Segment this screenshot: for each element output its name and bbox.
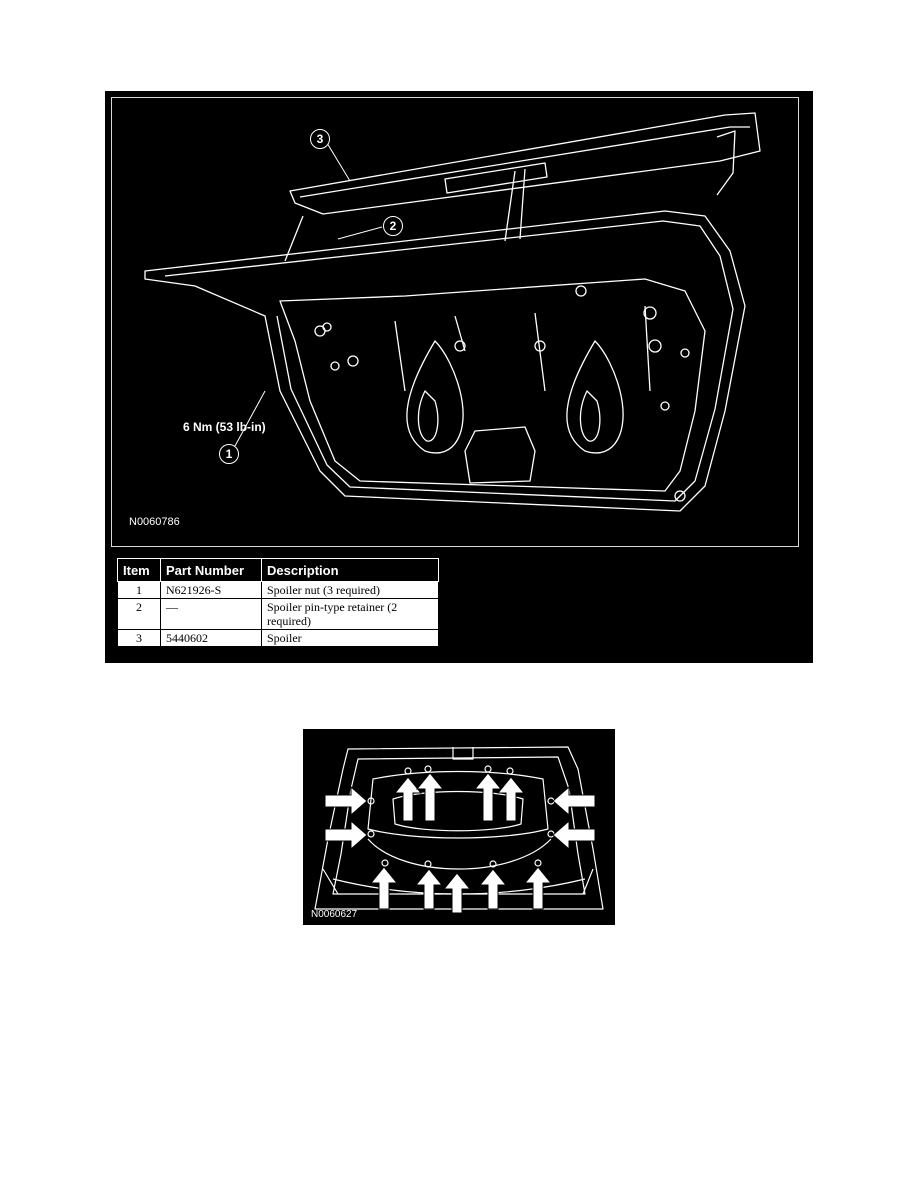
table-row: 2 — Spoiler pin-type retainer (2 require…: [117, 598, 439, 630]
item-cell: 2: [117, 598, 161, 630]
column-header-item: Item: [117, 558, 161, 582]
parts-table: Item Part Number Description 1 N621926-S…: [117, 558, 439, 647]
table-row: 3 5440602 Spoiler: [117, 629, 439, 647]
column-header-description: Description: [261, 558, 439, 582]
column-header-part-number: Part Number: [160, 558, 262, 582]
torque-label: 6 Nm (53 lb-in): [183, 420, 266, 434]
part-number-cell: —: [160, 598, 262, 630]
figure-id: N0060627: [311, 909, 358, 920]
spoiler-figure: 3 2 6 Nm (53 lb-in) 1 N0060786 Item Part…: [105, 91, 813, 663]
callout-1: 1: [219, 444, 239, 464]
callout-2: 2: [383, 216, 403, 236]
table-row: 1 N621926-S Spoiler nut (3 required): [117, 581, 439, 599]
decklid-trim-illustration: [314, 746, 604, 914]
part-number-cell: N621926-S: [160, 581, 262, 599]
figure-id: N0060786: [129, 516, 180, 528]
item-cell: 1: [117, 581, 161, 599]
parts-table-header: Item Part Number Description: [117, 558, 439, 582]
description-cell: Spoiler pin-type retainer (2 required): [261, 598, 439, 630]
decklid-trim-figure: N0060627: [303, 729, 615, 925]
description-cell: Spoiler: [261, 629, 439, 647]
description-cell: Spoiler nut (3 required): [261, 581, 439, 599]
part-number-cell: 5440602: [160, 629, 262, 647]
figure-frame: [111, 97, 799, 547]
decklid-illustration: [144, 112, 761, 512]
item-cell: 3: [117, 629, 161, 647]
callout-3: 3: [310, 129, 330, 149]
